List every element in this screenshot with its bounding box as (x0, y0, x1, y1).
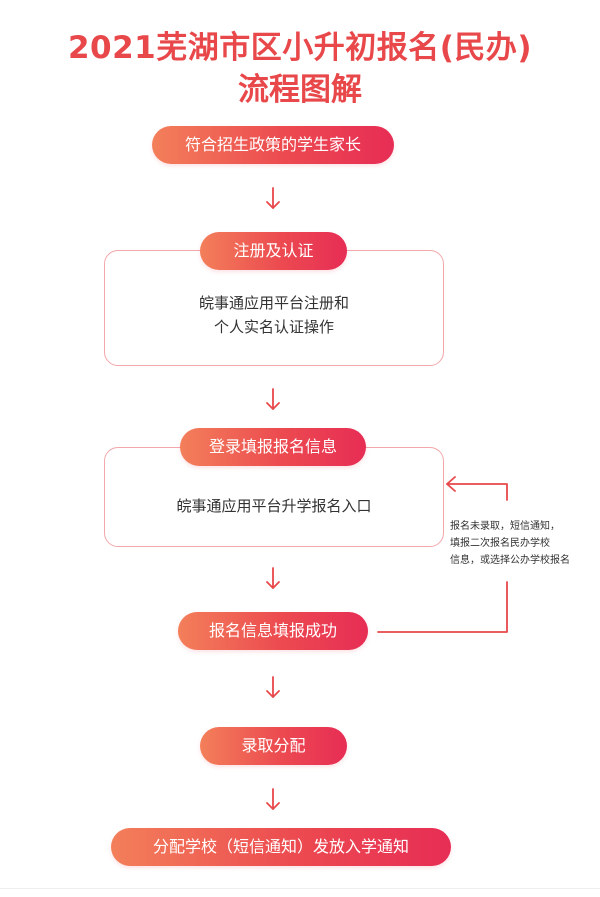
register-card-line-2: 个人实名认证操作 (213, 318, 334, 336)
down-arrow-icon (266, 567, 280, 589)
down-arrow-icon (266, 788, 280, 810)
step-submit-success: 报名信息填报成功 (178, 612, 368, 650)
down-arrow-icon (266, 187, 280, 209)
page-subtitle: 流程图解 (238, 72, 362, 108)
down-arrow-icon (266, 388, 280, 410)
loop-note: 报名未录取，短信通知， 填报二次报名民办学校 信息，或选择公办学校报名 (450, 518, 600, 569)
loop-note-line-1: 报名未录取，短信通知， (450, 521, 560, 532)
page-title: 2021芜湖市区小升初报名(民办) (67, 30, 533, 66)
step-eligible-parents: 符合招生政策的学生家长 (152, 126, 394, 164)
loop-back-arrow-icon (377, 476, 508, 633)
register-card-line-1: 皖事通应用平台注册和 (198, 294, 349, 312)
bottom-divider (0, 888, 600, 889)
step-admission-allocation: 录取分配 (200, 727, 347, 765)
loop-note-line-2: 填报二次报名民办学校 (450, 538, 550, 549)
step-login-fill: 登录填报报名信息 (180, 428, 366, 466)
login-card-line-1: 皖事通应用平台升学报名入口 (176, 497, 372, 515)
step-school-assignment: 分配学校（短信通知）发放入学通知 (111, 828, 451, 866)
loop-note-line-3: 信息，或选择公办学校报名 (450, 555, 570, 566)
down-arrow-icon (266, 676, 280, 698)
step-register-verify: 注册及认证 (200, 232, 347, 270)
